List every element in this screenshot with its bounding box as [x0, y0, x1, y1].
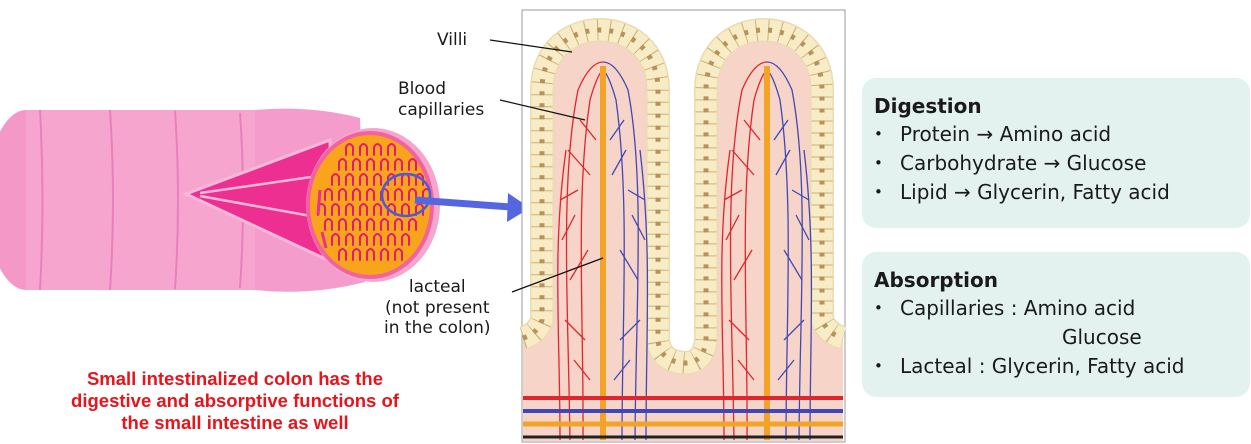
digestion-item: •Protein → Amino acid	[874, 120, 1250, 149]
absorption-title: Absorption	[874, 268, 1250, 292]
cross-section	[306, 128, 440, 282]
absorption-item: •Capillaries : Amino acid	[874, 294, 1250, 323]
blood-capillaries-label: Blood capillaries	[398, 79, 484, 120]
absorption-continuation: Glucose	[874, 323, 1250, 352]
villi-detail	[522, 10, 845, 442]
digestion-title: Digestion	[874, 94, 1250, 118]
caption: Small intestinalized colon has the diges…	[10, 368, 460, 433]
digestion-panel: Digestion •Protein → Amino acid •Carbohy…	[862, 78, 1250, 228]
absorption-panel: Absorption •Capillaries : Amino acid Glu…	[862, 252, 1250, 397]
lacteal-label: lacteal (not present in the colon)	[384, 277, 490, 339]
absorption-item: •Lacteal : Glycerin, Fatty acid	[874, 352, 1250, 381]
villi-label: Villi	[437, 30, 467, 51]
digestion-item: •Carbohydrate → Glucose	[874, 149, 1250, 178]
digestion-item: •Lipid → Glycerin, Fatty acid	[874, 178, 1250, 207]
